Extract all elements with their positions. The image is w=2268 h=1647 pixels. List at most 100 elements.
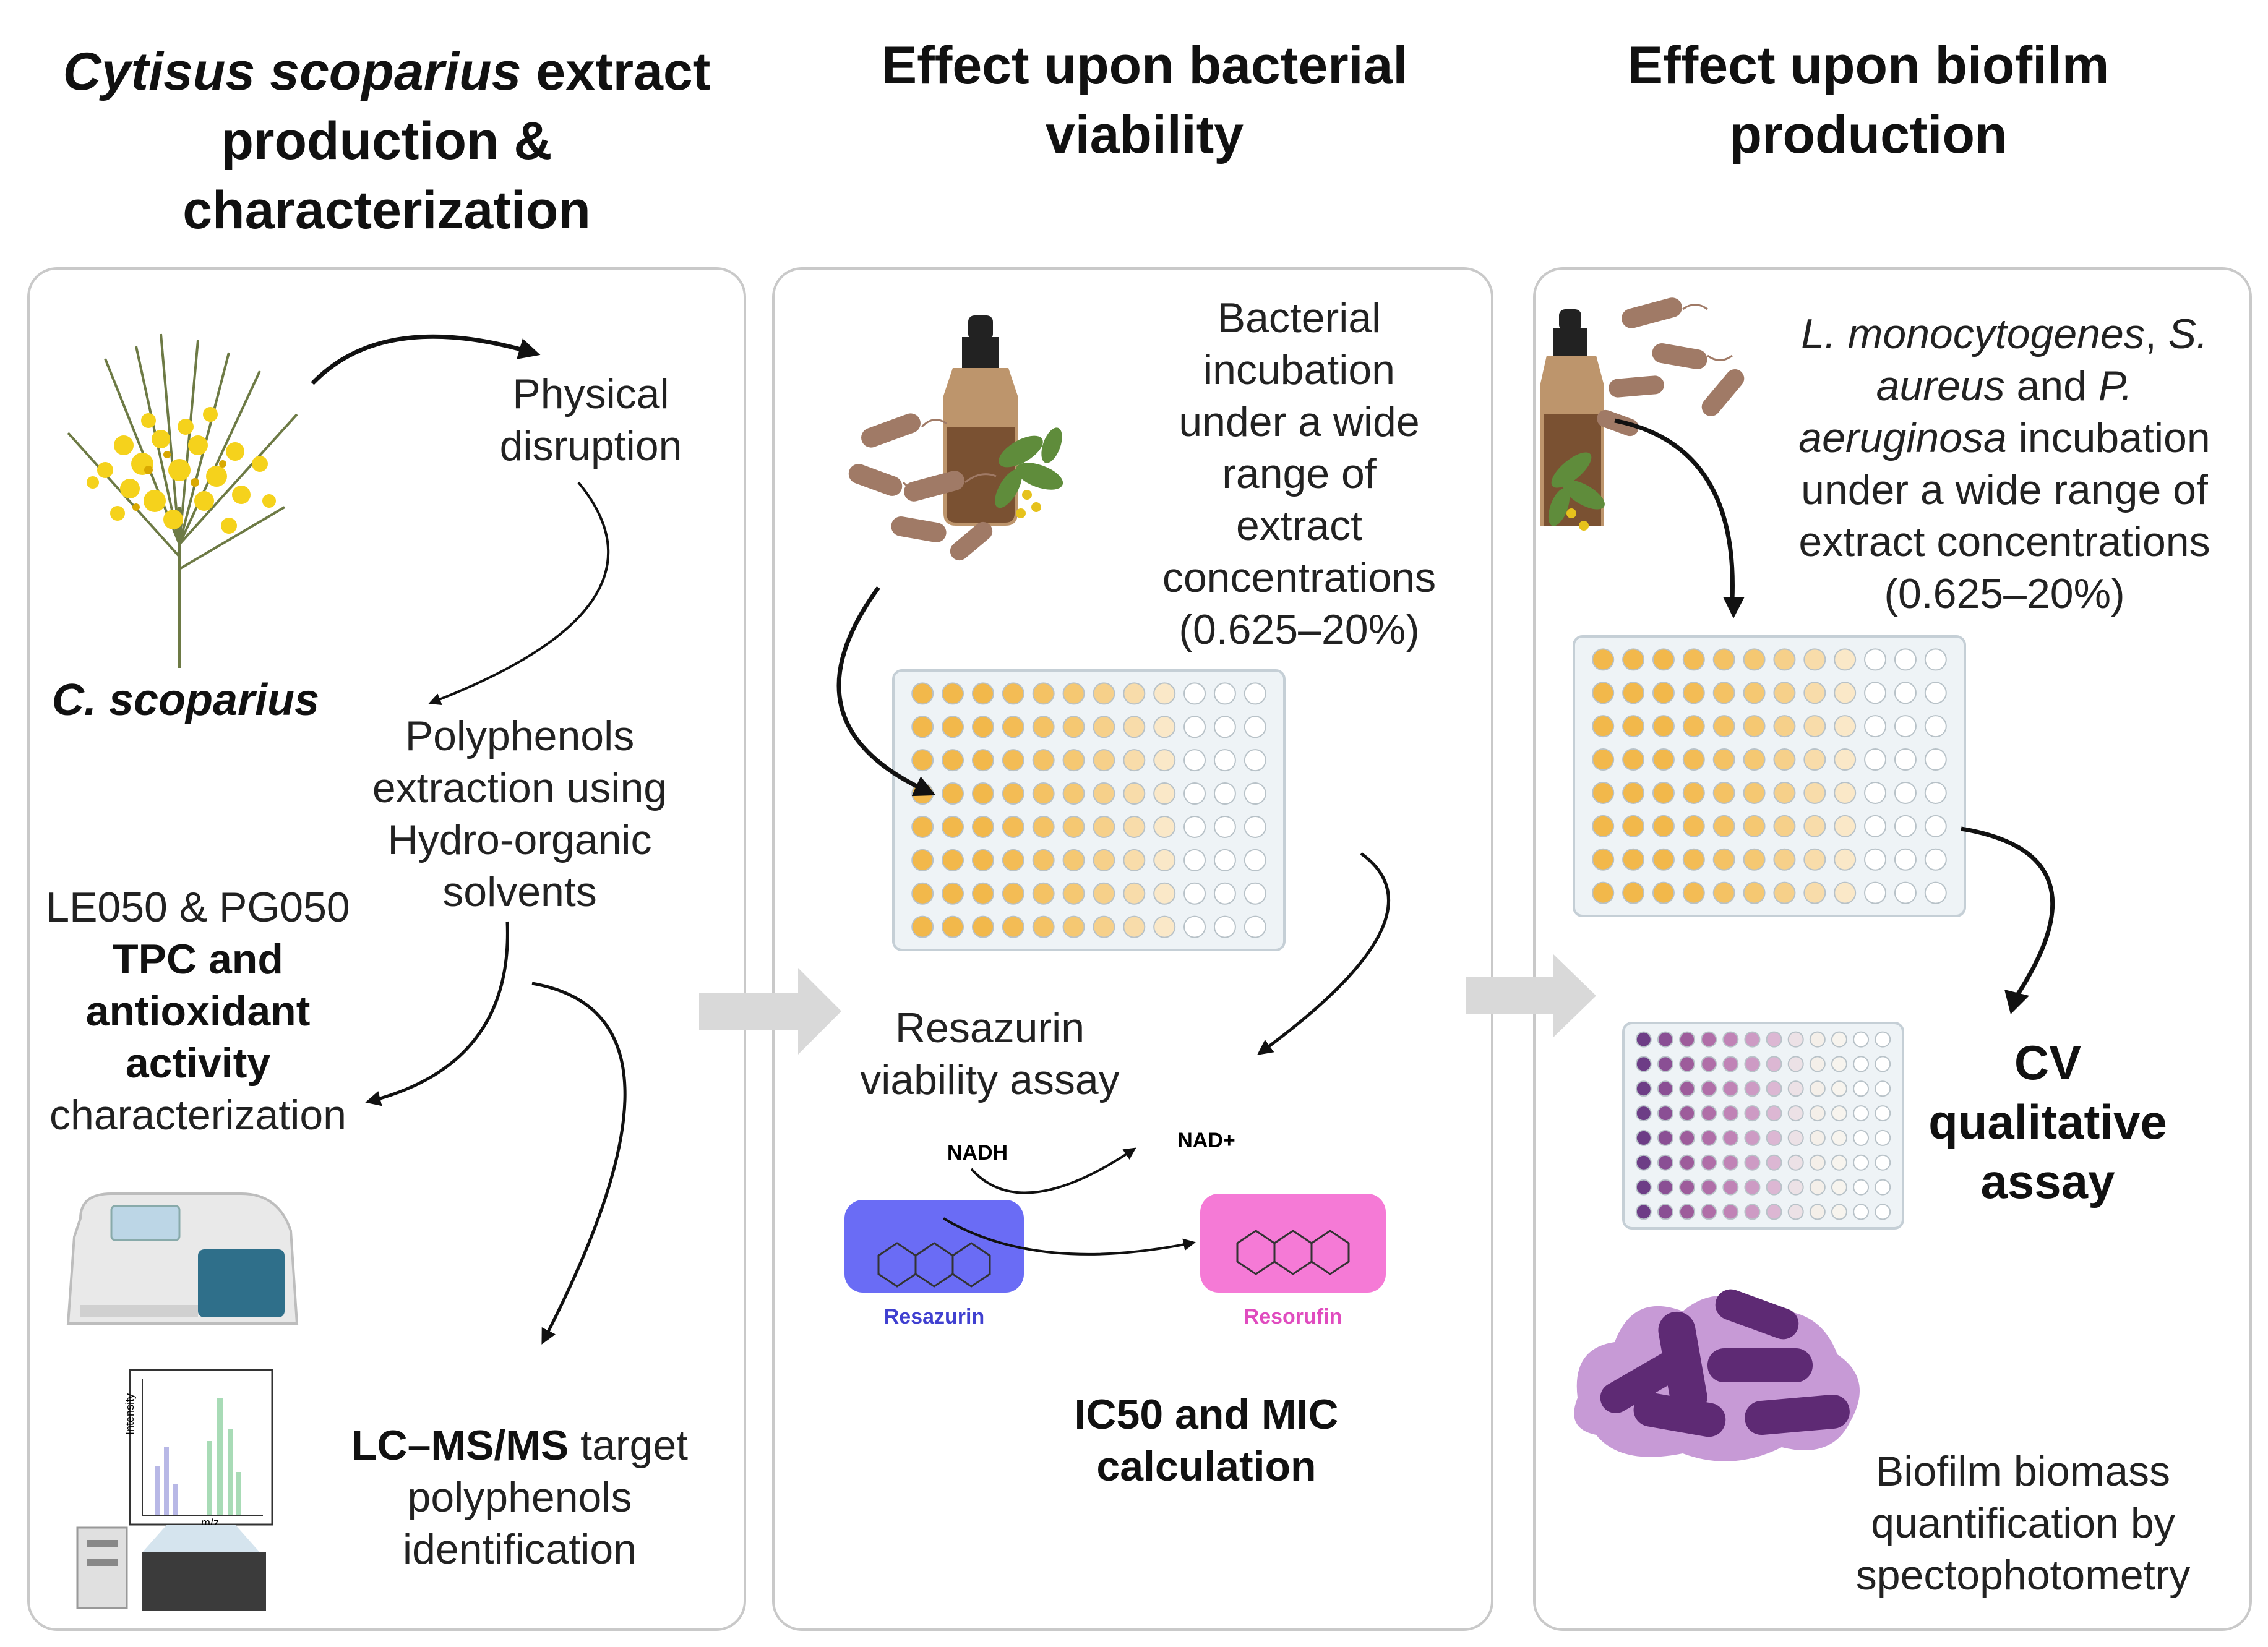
plate-well bbox=[1622, 815, 1645, 837]
cv-line3: assay bbox=[1980, 1154, 2115, 1209]
plate-well bbox=[1652, 781, 1675, 804]
arrow-panel2-to-panel3 bbox=[1466, 954, 1596, 1038]
plate-well bbox=[1831, 1154, 1847, 1171]
plate-well bbox=[1635, 1031, 1652, 1048]
step2-line3: Hydro-organic bbox=[387, 816, 652, 863]
plate-well bbox=[942, 815, 964, 838]
plate-well bbox=[1093, 882, 1115, 905]
plate-well bbox=[1743, 748, 1766, 771]
plate-well bbox=[1032, 749, 1055, 772]
plate-well bbox=[1773, 648, 1796, 671]
plate-well bbox=[1766, 1154, 1782, 1171]
incub3-line6: (0.625–20%) bbox=[1884, 570, 2125, 617]
plate-well bbox=[1803, 881, 1826, 904]
lcms-line3: identification bbox=[402, 1526, 637, 1573]
plate-well bbox=[1864, 848, 1887, 871]
plate-well bbox=[1722, 1154, 1739, 1171]
plate-well bbox=[1701, 1129, 1717, 1146]
plate-well bbox=[1679, 1080, 1696, 1097]
plate-well bbox=[1062, 849, 1085, 871]
plate-well bbox=[1743, 715, 1766, 738]
plate-well bbox=[1635, 1105, 1652, 1122]
col1-title-italic: Cytisus scoparius bbox=[62, 42, 522, 101]
plate-well bbox=[1652, 715, 1675, 738]
plate-well bbox=[1062, 915, 1085, 938]
bottle-bacteria-icon-2 bbox=[1540, 297, 1745, 618]
plate-well bbox=[1657, 1080, 1673, 1097]
plate-well bbox=[1657, 1129, 1673, 1146]
plate-well bbox=[1864, 715, 1887, 738]
plate-well bbox=[1093, 782, 1115, 805]
tpc-line2: antioxidant bbox=[85, 988, 311, 1035]
plate-well bbox=[1744, 1056, 1761, 1072]
plate-well bbox=[1183, 782, 1206, 805]
plate-well bbox=[1743, 648, 1766, 671]
plate-well bbox=[911, 682, 934, 705]
plate-well bbox=[1875, 1031, 1891, 1048]
plate-well bbox=[1244, 915, 1266, 938]
plate-well bbox=[1803, 815, 1826, 837]
plate-well bbox=[1062, 716, 1085, 738]
plate-well bbox=[1183, 915, 1206, 938]
plate-well bbox=[942, 682, 964, 705]
plate-well bbox=[911, 915, 934, 938]
plate-well bbox=[1831, 1129, 1847, 1146]
plate-well bbox=[1657, 1105, 1673, 1122]
plate-well bbox=[1864, 881, 1887, 904]
plate-well bbox=[1123, 782, 1146, 805]
incub2-line2: incubation bbox=[1203, 346, 1396, 393]
plate-well bbox=[911, 749, 934, 772]
species-sep1: , bbox=[2144, 310, 2168, 357]
lcms-line2: polyphenols bbox=[407, 1474, 632, 1521]
plate-well bbox=[1831, 1056, 1847, 1072]
resorufin-label: Resorufin bbox=[1244, 1305, 1342, 1328]
plate-well bbox=[1773, 815, 1796, 837]
plate-well bbox=[1803, 781, 1826, 804]
plate-well bbox=[1213, 782, 1236, 805]
plate-well bbox=[911, 882, 934, 905]
col2-title: Effect upon bacterial viability bbox=[780, 31, 1510, 169]
plate-well bbox=[1924, 682, 1947, 704]
plate-well bbox=[1153, 849, 1176, 871]
plate-well bbox=[1183, 749, 1206, 772]
plate-well bbox=[1809, 1129, 1826, 1146]
plate-well bbox=[1032, 849, 1055, 871]
plate-well bbox=[1093, 749, 1115, 772]
plate-well bbox=[1701, 1080, 1717, 1097]
step1-line1: Physical bbox=[512, 370, 669, 417]
biofilm-incubation-text: L. monocytogenes, S. aureus and P. aerug… bbox=[1757, 308, 2252, 620]
plate-well bbox=[1183, 849, 1206, 871]
bio-line1: Biofilm biomass bbox=[1875, 1448, 2171, 1495]
plate-well bbox=[1213, 849, 1236, 871]
plate-well bbox=[1062, 682, 1085, 705]
plate-frame bbox=[1573, 635, 1966, 917]
cv-assay-text: CV qualitative assay bbox=[1893, 1033, 2202, 1211]
plate-well bbox=[1652, 682, 1675, 704]
plate-well bbox=[1183, 815, 1206, 838]
plate-well bbox=[1652, 881, 1675, 904]
plate-well bbox=[1809, 1204, 1826, 1220]
lcms-rest: target bbox=[569, 1422, 689, 1469]
resazurin-label: Resazurin bbox=[884, 1305, 985, 1328]
plate-well bbox=[1809, 1056, 1826, 1072]
plate-well bbox=[1002, 915, 1024, 938]
plate-well bbox=[942, 716, 964, 738]
assay-line1: Resazurin bbox=[895, 1004, 1085, 1051]
plate-well bbox=[1875, 1105, 1891, 1122]
plate-well bbox=[1864, 748, 1887, 771]
plate-well bbox=[1712, 715, 1735, 738]
plate-well bbox=[1153, 915, 1176, 938]
chart-ylabel: Intensity bbox=[124, 1393, 136, 1435]
col3-title-line2: production bbox=[1729, 105, 2008, 165]
plate-well bbox=[1773, 748, 1796, 771]
plate-well bbox=[1773, 881, 1796, 904]
plate-well bbox=[1712, 748, 1735, 771]
plate-well bbox=[1153, 716, 1176, 738]
plate-well bbox=[1032, 815, 1055, 838]
plate-well bbox=[1062, 815, 1085, 838]
plate-well bbox=[1032, 682, 1055, 705]
plate-well bbox=[1787, 1031, 1804, 1048]
incub2-line4: range of bbox=[1222, 450, 1377, 497]
plate-well bbox=[1592, 815, 1615, 837]
plate-well bbox=[1244, 815, 1266, 838]
